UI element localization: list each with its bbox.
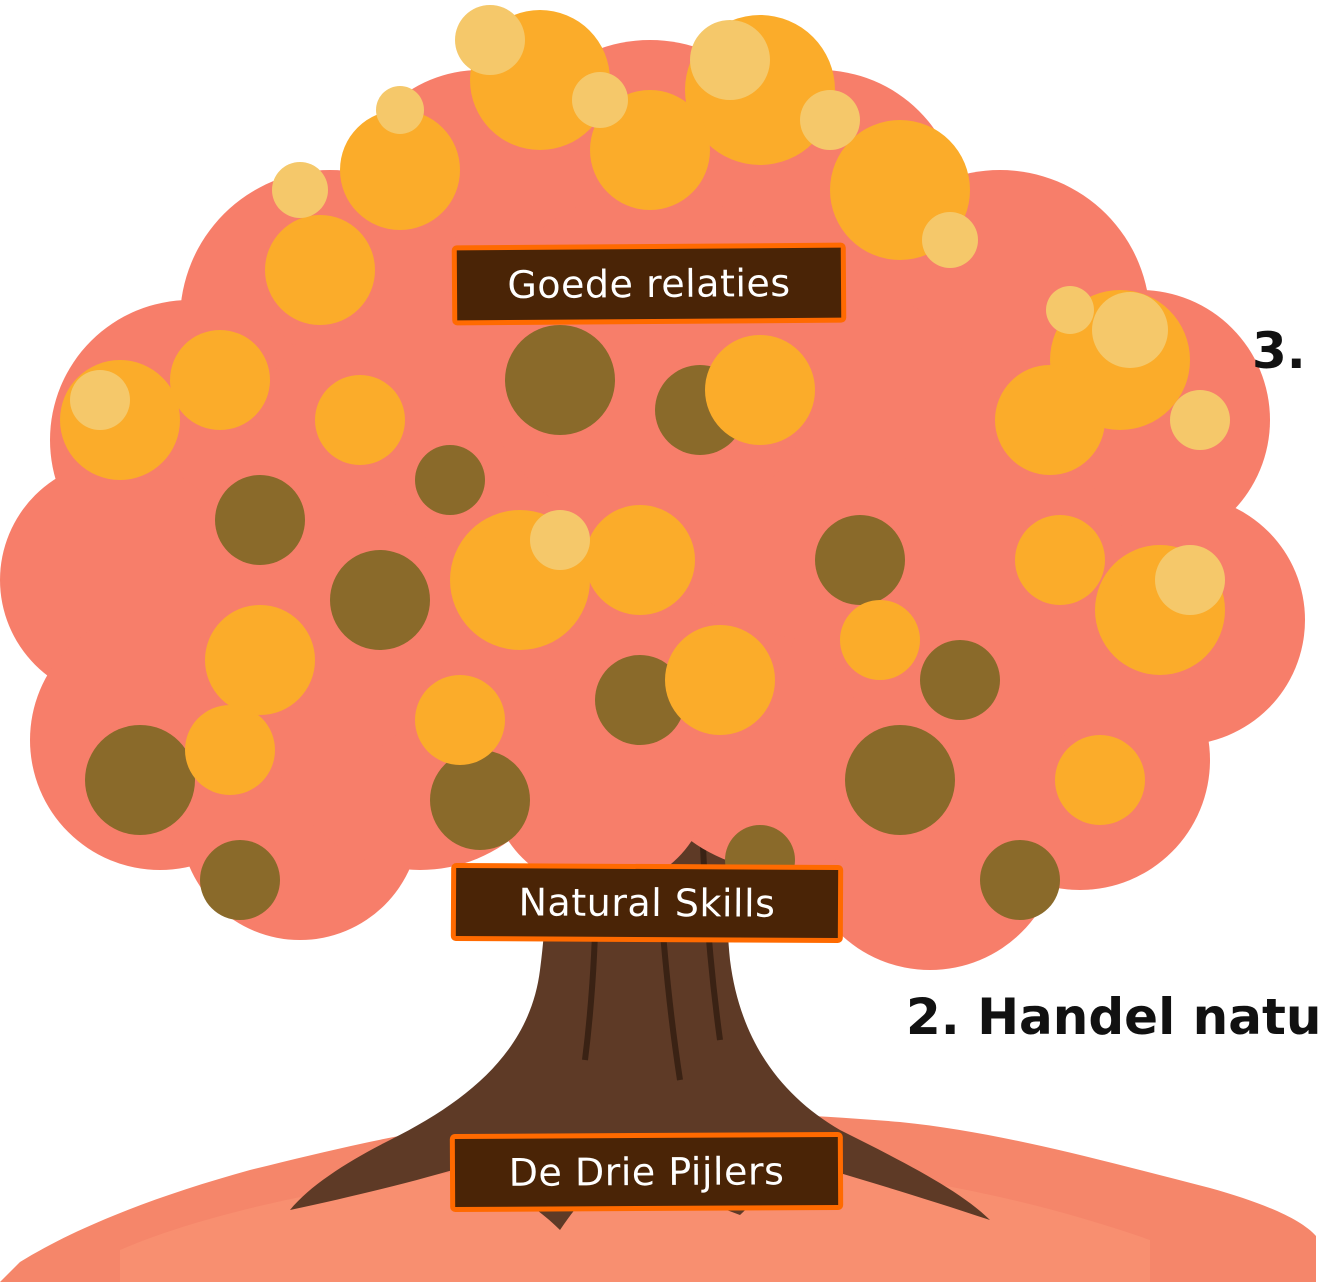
sign-de-drie-pijlers-label: De Drie Pijlers — [509, 1152, 785, 1191]
side-label-3: 3. — [1252, 322, 1306, 380]
sign-natural-skills: Natural Skills — [451, 863, 843, 943]
side-label-2: 2. Handel natu — [906, 988, 1319, 1046]
sign-de-drie-pijlers: De Drie Pijlers — [450, 1132, 843, 1212]
sign-goede-relaties: Goede relaties — [452, 243, 847, 326]
sign-goede-relaties-label: Goede relaties — [507, 264, 791, 304]
tree-canopy — [0, 5, 1305, 970]
sign-natural-skills-label: Natural Skills — [518, 883, 775, 922]
